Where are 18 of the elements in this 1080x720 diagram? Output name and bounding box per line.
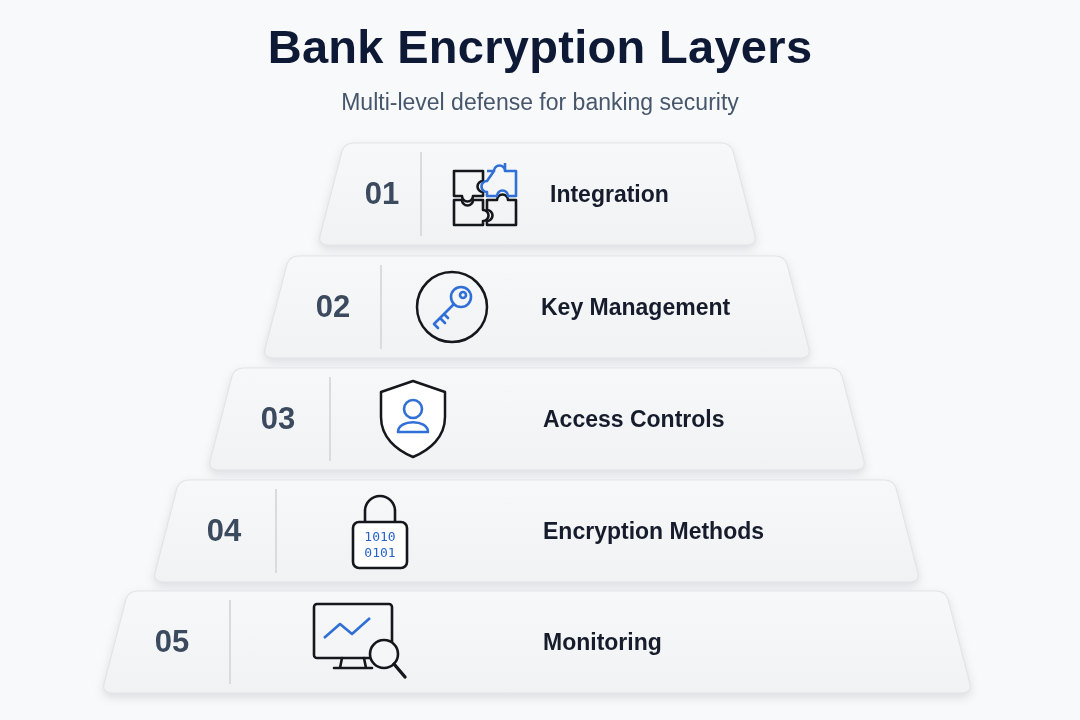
pyramid-layer xyxy=(102,591,972,693)
pyramid-layer xyxy=(263,256,811,358)
step-number: 05 xyxy=(154,624,190,660)
pyramid-layer xyxy=(208,368,866,470)
step-number: 04 xyxy=(206,513,242,549)
layer-label: Integration xyxy=(550,180,669,208)
pyramid-layer xyxy=(153,480,920,582)
layer-label: Monitoring xyxy=(543,628,662,656)
layer-label: Access Controls xyxy=(543,405,725,433)
step-number: 01 xyxy=(364,176,400,212)
step-number: 02 xyxy=(315,289,351,325)
layer-label: Key Management xyxy=(541,293,731,321)
title: Bank Encryption Layers xyxy=(267,20,813,74)
pyramid-layer xyxy=(318,143,757,245)
binary-code-text: 1010 0101 xyxy=(363,529,397,561)
layer-label: Encryption Methods xyxy=(543,517,765,545)
step-number: 03 xyxy=(260,401,296,437)
subtitle: Multi-level defense for banking security xyxy=(341,88,739,116)
